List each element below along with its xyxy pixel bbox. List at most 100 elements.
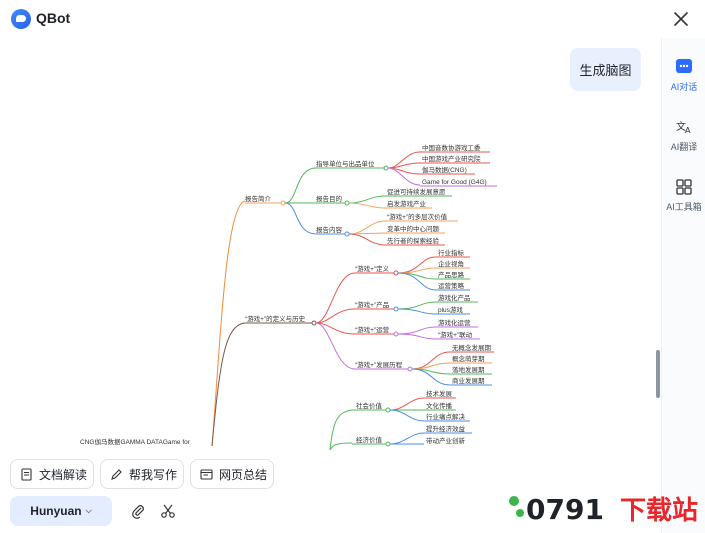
mindmap-root: CNG伽马数据GAMMA DATAGame for bbox=[80, 437, 191, 446]
mindmap-leaf: “游戏+”联动 bbox=[438, 330, 473, 339]
mindmap-leaf: 提升经济效益 bbox=[426, 424, 466, 433]
model-selector-label: Hunyuan bbox=[30, 504, 82, 518]
mindmap-node: 指导单位与出品单位 bbox=[316, 159, 375, 168]
mindmap-link bbox=[329, 442, 353, 450]
chevron-down-icon: ⌵ bbox=[85, 506, 92, 515]
mindmap-leaf: 行业痛点解决 bbox=[426, 412, 466, 421]
mindmap-node-dot bbox=[385, 407, 391, 413]
mindmap-link bbox=[211, 322, 246, 447]
app-title: QBot bbox=[36, 10, 71, 26]
mindmap-leaf: 无概念发展期 bbox=[452, 343, 492, 352]
mindmap-leaf: 伽马数据(CNG) bbox=[422, 165, 467, 174]
mindmap-link bbox=[348, 232, 386, 235]
mindmap-link bbox=[211, 200, 246, 447]
mindmap-link bbox=[284, 202, 317, 235]
rail-item-ai-toolbox[interactable]: AI工具箱 bbox=[662, 178, 705, 213]
right-rail: AI对话 文 A AI翻译 AI工具箱 bbox=[661, 38, 705, 533]
mindmap-leaf: 文化传播 bbox=[426, 401, 453, 410]
mindmap: 报告简介 指导单位与出品单位 中国音数协游戏工委 中国游戏产业研究院 伽马数据(… bbox=[80, 143, 497, 450]
mindmap-node-dot bbox=[393, 270, 399, 276]
mindmap-link bbox=[397, 333, 437, 340]
mindmap-link bbox=[387, 167, 421, 186]
chip-label: 文档解读 bbox=[39, 467, 88, 482]
document-icon bbox=[21, 467, 32, 481]
mindmap-node-dot bbox=[385, 441, 391, 447]
site-watermark: 0791 下载站 bbox=[509, 493, 698, 526]
mindmap-node: 报告简介 bbox=[245, 194, 272, 203]
mindmap-leaf: 行业指标 bbox=[438, 248, 465, 257]
mindmap-leaf: 运营策略 bbox=[438, 281, 465, 290]
mindmap-leaf: 变革中的中心问题 bbox=[387, 224, 440, 233]
webpage-icon bbox=[200, 468, 213, 480]
mindmap-node-dot bbox=[280, 200, 286, 206]
chip-label: 网页总结 bbox=[219, 467, 268, 482]
chip-label: 帮我写作 bbox=[129, 467, 178, 482]
mindmap-leaf: 中国音数协游戏工委 bbox=[422, 143, 481, 152]
svg-text:A: A bbox=[685, 126, 691, 135]
mindmap-node: “游戏+”的定义与历史 bbox=[245, 314, 306, 323]
mindmap-leaf: plus游戏 bbox=[438, 305, 463, 314]
rail-item-ai-translate[interactable]: 文 A AI翻译 bbox=[662, 118, 705, 153]
mindmap-node: “游戏+”运营 bbox=[355, 325, 390, 334]
mindmap-link bbox=[315, 322, 356, 335]
mindmap-leaf: “游戏+”的多层次价值 bbox=[387, 212, 448, 221]
mindmap-link bbox=[329, 409, 353, 450]
mindmap-link bbox=[284, 167, 317, 204]
mindmap-node: “游戏+”产品 bbox=[355, 300, 389, 309]
help-write-button[interactable]: 帮我写作 bbox=[100, 459, 184, 489]
qbot-logo-icon bbox=[11, 9, 31, 29]
rail-item-label: AI对话 bbox=[670, 82, 698, 92]
chat-area: 生成脑图 bbox=[0, 38, 661, 533]
close-icon[interactable] bbox=[671, 9, 691, 29]
mindmap-node-dot bbox=[383, 165, 389, 171]
mindmap-node-dot bbox=[393, 331, 399, 337]
mindmap-link bbox=[387, 162, 421, 169]
mindmap-node: “游戏+”定义 bbox=[355, 264, 390, 273]
mindmap-leaf: 促进可持续发展意愿 bbox=[387, 187, 446, 196]
mindmap-leaf: 产品思路 bbox=[438, 270, 465, 279]
mindmap-link bbox=[397, 326, 437, 335]
mindmap-node: 经济价值 bbox=[356, 435, 383, 444]
chat-icon bbox=[676, 59, 692, 73]
rail-item-label: AI工具箱 bbox=[666, 202, 702, 212]
mindmap-leaf: 企业视角 bbox=[438, 259, 464, 268]
title-bar: QBot bbox=[0, 0, 705, 38]
mindmap-leaf: 游戏化产品 bbox=[438, 293, 471, 302]
mindmap-link bbox=[315, 308, 356, 324]
pen-icon bbox=[111, 468, 122, 480]
scissors-icon[interactable] bbox=[160, 503, 176, 519]
attachment-icon[interactable] bbox=[130, 503, 146, 519]
translate-icon: 文 A bbox=[676, 120, 691, 135]
mindmap-link bbox=[348, 220, 386, 235]
mindmap-leaf: 启发游戏产业 bbox=[387, 199, 427, 208]
mindmap-leaf: 游戏化运营 bbox=[438, 318, 471, 327]
mindmap-node-dot bbox=[311, 320, 317, 326]
mindmap-node: 报告目的 bbox=[316, 194, 343, 203]
mindmap-link bbox=[389, 397, 425, 411]
mindmap-node-dot bbox=[393, 306, 399, 312]
mindmap-link bbox=[411, 368, 451, 386]
mindmap-node: “游戏+”发展历程 bbox=[355, 360, 403, 369]
mindmap-link bbox=[397, 308, 437, 315]
mindmap-link bbox=[397, 272, 437, 291]
rail-item-ai-chat[interactable]: AI对话 bbox=[662, 58, 705, 93]
mindmap-node-dot bbox=[344, 200, 350, 206]
chat-scrollbar[interactable] bbox=[656, 350, 660, 398]
mindmap-link bbox=[348, 233, 386, 246]
user-message-bubble: 生成脑图 bbox=[570, 48, 641, 91]
watermark-suffix: 下载站 bbox=[620, 496, 698, 526]
mindmap-link bbox=[315, 322, 356, 370]
mindmap-link bbox=[348, 202, 386, 209]
rail-item-label: AI翻译 bbox=[670, 142, 698, 152]
doc-interpret-button[interactable]: 文档解读 bbox=[10, 459, 94, 489]
svg-text:文: 文 bbox=[676, 120, 686, 133]
mindmap-link bbox=[389, 432, 425, 445]
web-summary-button[interactable]: 网页总结 bbox=[190, 459, 274, 489]
mindmap-leaf: 概念萌芽期 bbox=[452, 354, 485, 363]
model-selector[interactable]: Hunyuan ⌵ bbox=[10, 496, 112, 526]
mindmap-leaf: 落地发展期 bbox=[452, 365, 485, 374]
mindmap-link bbox=[348, 195, 386, 204]
mindmap-leaf: 带动产业创新 bbox=[426, 436, 466, 445]
mindmap-link bbox=[389, 409, 425, 422]
mindmap-leaf: 中国游戏产业研究院 bbox=[422, 154, 481, 163]
